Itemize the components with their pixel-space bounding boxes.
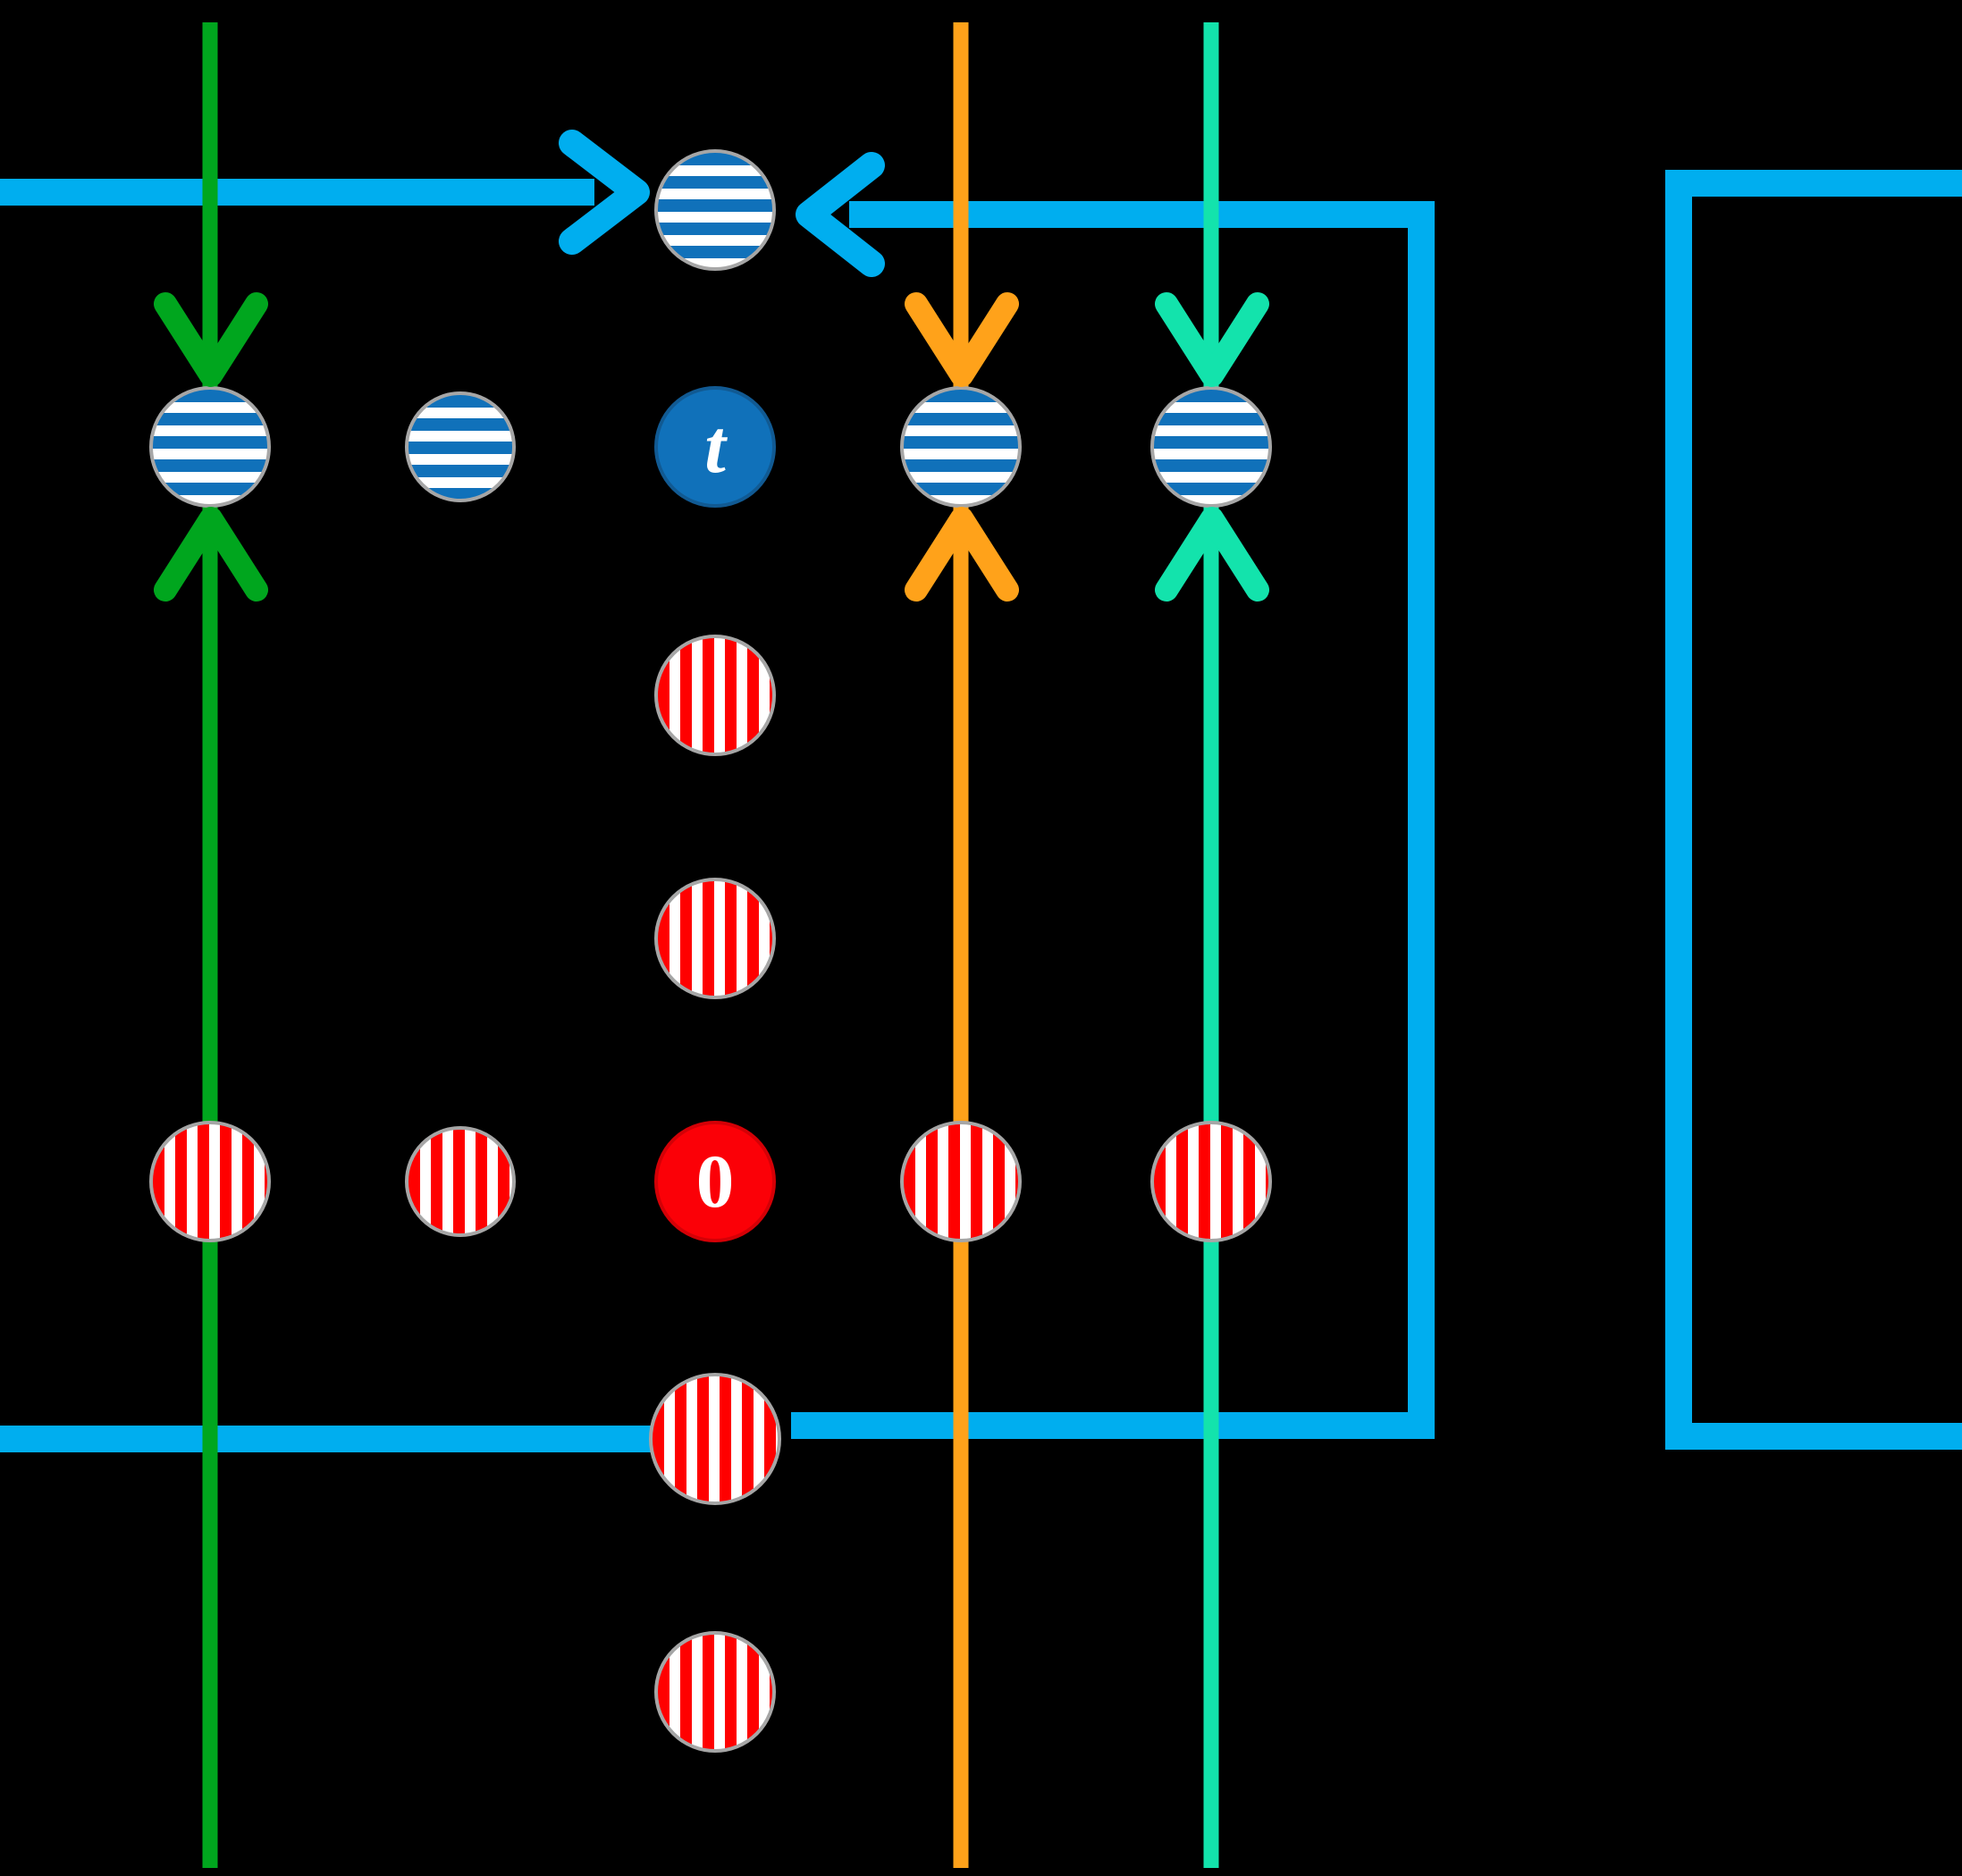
node-n-r1-c2[interactable]: [405, 391, 516, 502]
orange-arrowhead-up-icon: [905, 507, 1019, 601]
node-n-r2-c4[interactable]: [900, 1121, 1022, 1242]
node-n-c3-b[interactable]: [654, 878, 776, 999]
orange-arrowhead-down-icon: [905, 292, 1019, 387]
green-arrowhead-down-icon: [154, 292, 268, 387]
teal-arrowhead-down-icon: [1155, 292, 1269, 387]
node-n-r2-c1[interactable]: [149, 1121, 271, 1242]
node-n-top-center[interactable]: [654, 149, 776, 271]
node-n-c3-a[interactable]: [654, 635, 776, 756]
green-arrowhead-up-icon: [154, 507, 268, 601]
node-n-r1-c3[interactable]: t: [654, 386, 776, 508]
blue-arrowhead-right-icon: [559, 130, 650, 255]
blue-inbound-right-path: [791, 201, 1435, 1439]
node-label: 0: [695, 1139, 735, 1224]
node-n-c3-c[interactable]: [649, 1373, 781, 1505]
node-n-c3-d[interactable]: [654, 1631, 776, 1753]
node-n-r2-c2[interactable]: [405, 1126, 516, 1237]
blue-arrowhead-left-icon: [796, 152, 885, 277]
node-n-r2-c3[interactable]: 0: [654, 1121, 776, 1242]
node-n-r1-c5[interactable]: [1150, 386, 1272, 508]
node-n-r1-c1[interactable]: [149, 386, 271, 508]
blue-right-loop-path: [1665, 170, 1962, 1450]
node-label: t: [704, 404, 726, 489]
teal-arrowhead-up-icon: [1155, 507, 1269, 601]
node-n-r2-c5[interactable]: [1150, 1121, 1272, 1242]
node-n-r1-c4[interactable]: [900, 386, 1022, 508]
